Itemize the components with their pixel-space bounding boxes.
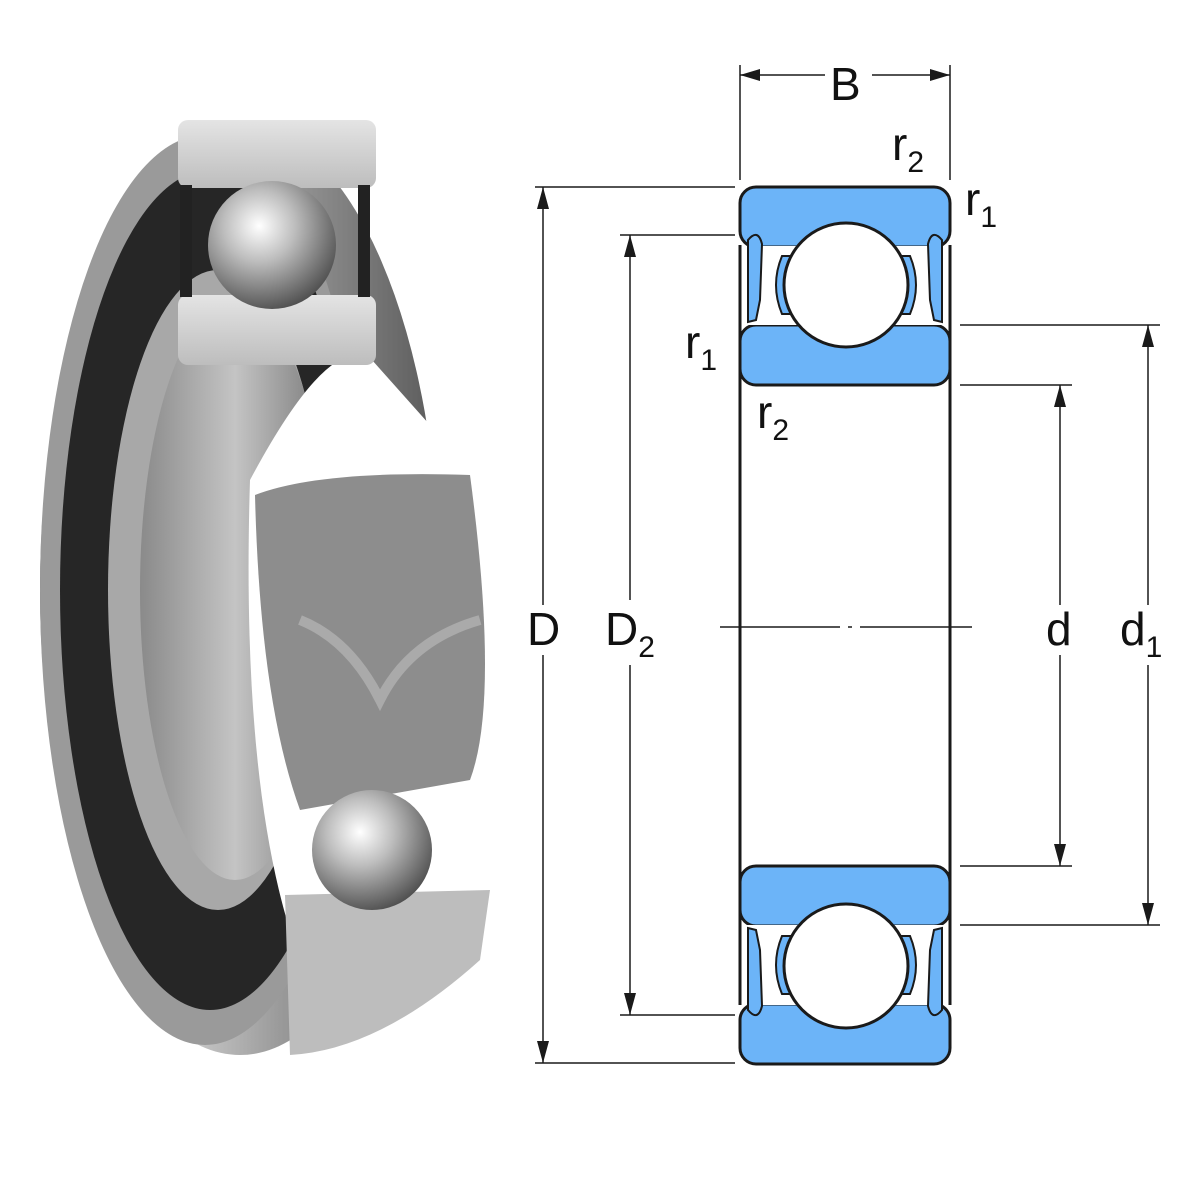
label-r2-top: r2 (892, 118, 924, 179)
label-r1-left: r1 (685, 316, 717, 377)
bottom-seal-left (747, 926, 764, 1017)
top-ball (782, 221, 910, 349)
dimension-lines (535, 65, 1160, 1064)
top-inner-ring-section (178, 295, 376, 365)
top-seal-right (358, 185, 370, 297)
bottom-ball (782, 902, 910, 1030)
top-seal-left (180, 185, 192, 297)
inner-ring-cut (255, 474, 485, 810)
top-section (738, 185, 952, 387)
bearing-render (40, 120, 490, 1055)
bottom-seal-right (926, 926, 943, 1017)
label-r2-left: r2 (757, 386, 789, 447)
top-ball (208, 181, 336, 309)
label-D2: D2 (605, 603, 655, 664)
bottom-section (738, 864, 952, 1066)
label-d1: d1 (1120, 603, 1162, 664)
label-B: B (830, 58, 861, 110)
label-d: d (1046, 603, 1072, 655)
top-seal-right (926, 233, 943, 324)
cross-section (720, 185, 972, 1066)
top-outer-ring-section (178, 120, 376, 188)
bottom-ball (312, 790, 432, 910)
top-seal-left (747, 233, 764, 324)
cage (298, 615, 482, 712)
bottom-outer-ring-section (285, 890, 490, 1055)
label-r1-top: r1 (965, 173, 997, 234)
label-D: D (527, 603, 560, 655)
